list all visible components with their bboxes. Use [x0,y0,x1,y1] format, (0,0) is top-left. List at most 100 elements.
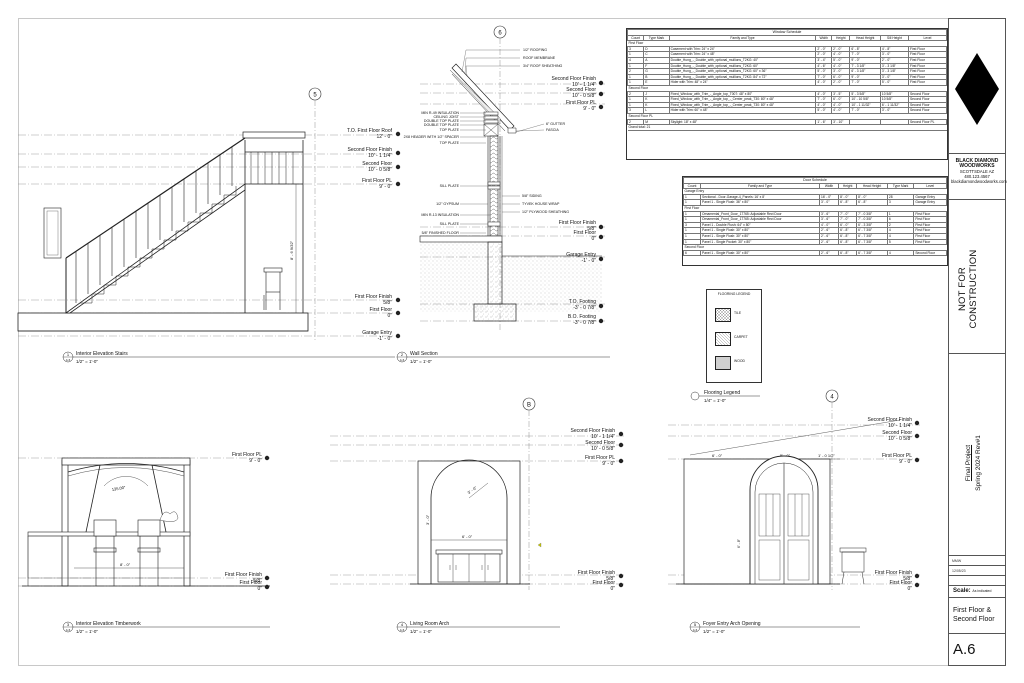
table-cell: 2 [626,118,645,126]
note: MIN R-13 INSULATION [421,213,459,217]
note-roofing: 1/2" ROOFING [523,48,547,52]
level-value: 0" [257,586,262,592]
firm-name: BLACK DIAMOND WOODWORKS [955,158,999,169]
table-cell: 4' - 0" [831,62,851,70]
view-sheet-ref: A.6 [693,628,698,632]
level-name: First Floor PL [232,452,262,458]
table-cell: Second Floor [913,249,947,257]
view-foyer-entry-arch: 4 6' - 0" 5' - 0" 1' - 0 1/2" [668,389,920,634]
table-cell: 6' - 0" [831,96,851,103]
flooring-legend: FLOORING LEGEND TILE CARPET WOOD [706,289,762,383]
legend-label-tile: TILE [734,311,742,315]
scale-label: Scale: [953,588,971,594]
dim-angle: 135.00° [111,485,126,492]
table-cell: Fixed_Window_with_Trim_-_Angle_top_-_Cen… [668,96,817,103]
level-name: Second Floor Finish [552,76,597,82]
logo-diamond-icon [955,53,999,125]
table-cell: G [643,68,670,75]
level-value: 9' - 0" [379,184,392,190]
table-cell: Hider with Trim: 60" x 48" [668,107,817,114]
view-interior-elevation-stairs: 5 [17,87,401,364]
level-value: 10' - 1 1/4" [368,153,392,159]
table-cell: 1 [626,101,645,109]
firm-phone: 480.123.4567 [964,174,990,179]
level-name: Second Floor [585,440,615,446]
note-siding: 5/8" SIDING [522,194,542,198]
view-flooring-legend-title: Flooring Legend 1/4" = 1'-0" [690,390,760,403]
table-cell: K [643,101,670,109]
level-name: First Floor PL [362,178,392,184]
level-value: 9' - 0" [249,458,262,464]
dim-height: 3' - 0" [425,514,430,525]
level-name: First Floor PL [566,100,596,106]
level-value: 5/8" [903,576,912,582]
scale-value: As indicated [972,589,992,593]
table-cell: M [643,118,670,126]
dim-top: 5' - 0" [780,453,791,458]
table-cell: Double_Hung_-_Double_with_optional_mulli… [668,73,817,81]
table-cell: Skylight: 18" x 48" [668,118,817,126]
table-cell: 4' - 0" [831,101,851,109]
table-cell: Second Floor [907,107,948,114]
level-name: First Floor PL [585,455,615,461]
level-name: First Floor [370,307,393,313]
legend-label-carpet: CARPET [734,335,748,339]
view-interior-elevation-timberwork: 135.00° 8' - 0" First Floor PL 9' - 0" F… [18,452,270,634]
level-value: 10' - 0 5/8" [368,167,392,173]
schedule-total: Grand total: 21 [627,124,947,131]
dim-stair-height: 8' - 6 9/32" [289,240,294,260]
table-cell: 4' - 0" [831,107,851,114]
table-cell: 3' - 0" [831,68,851,75]
table-cell: Panel 1 - Single Flush: 30" x 80" [700,249,820,257]
view-title: Foyer Entry Arch Opening [703,621,761,627]
schedule-total-row: Grand total: 21 [627,124,947,131]
level-name: Second Floor Finish [348,147,393,153]
note: 2X8 HEADER WITH 1/2" SPACER [404,135,460,139]
dim-radius: 3' - 0" [466,485,478,495]
level-value: -3' - 0 7/8" [573,305,596,311]
view-wall-section: 6 [396,25,610,364]
table-cell: 6' - 7 3/8" [856,249,888,257]
level-value: 10' - 0 5/8" [591,446,615,452]
drawn-by: MMW [952,559,962,563]
table-cell: 2' - 0" [831,79,851,86]
level-name: Second Floor Finish [571,428,616,434]
note: SILL PLATE [440,184,460,188]
schedule-group-label: Second Floor [627,84,947,92]
table-cell: F [643,62,670,70]
level-value: 10' - 0 5/8" [572,93,596,99]
level-name: First Floor Finish [578,570,615,576]
level-name: B.O. Footing [568,314,596,320]
note: TOP PLATE [440,128,460,132]
flooring-legend-title: FLOORING LEGEND [717,292,751,296]
view-scale: 1/2" = 1'-0" [410,359,432,364]
table-cell: K [643,96,670,103]
table-cell: 3' - 10" [831,118,851,126]
level-value: 0" [591,236,596,242]
table-cell: First Floor [907,73,948,81]
level-name: First Floor Finish [355,294,392,300]
level-name: First Floor [890,580,913,586]
view-number: 1 [67,352,70,357]
table-cell: 1 [626,62,645,70]
level-tags-view1: T.O. First Floor Roof 12' - 0" Second Fl… [347,128,393,342]
view-number: 5 [694,622,697,627]
note-roof-membrane: ROOF MEMBRANE [523,56,556,60]
level-value: 12' - 0" [376,134,392,140]
level-name: First Floor Finish [559,220,596,226]
level-name: Garage Entry [362,330,392,336]
note: DOUBLE TOP PLATE [424,123,460,127]
table-cell: E [643,79,670,86]
note: 1/2" GYPSUM [436,202,459,206]
title-block: BLACK DIAMOND WOODWORKS SCOTTSDALE AZ 48… [948,18,1007,666]
table-cell: Fixed_Window_with_Trim_-_Angle_top_T007:… [668,90,817,98]
